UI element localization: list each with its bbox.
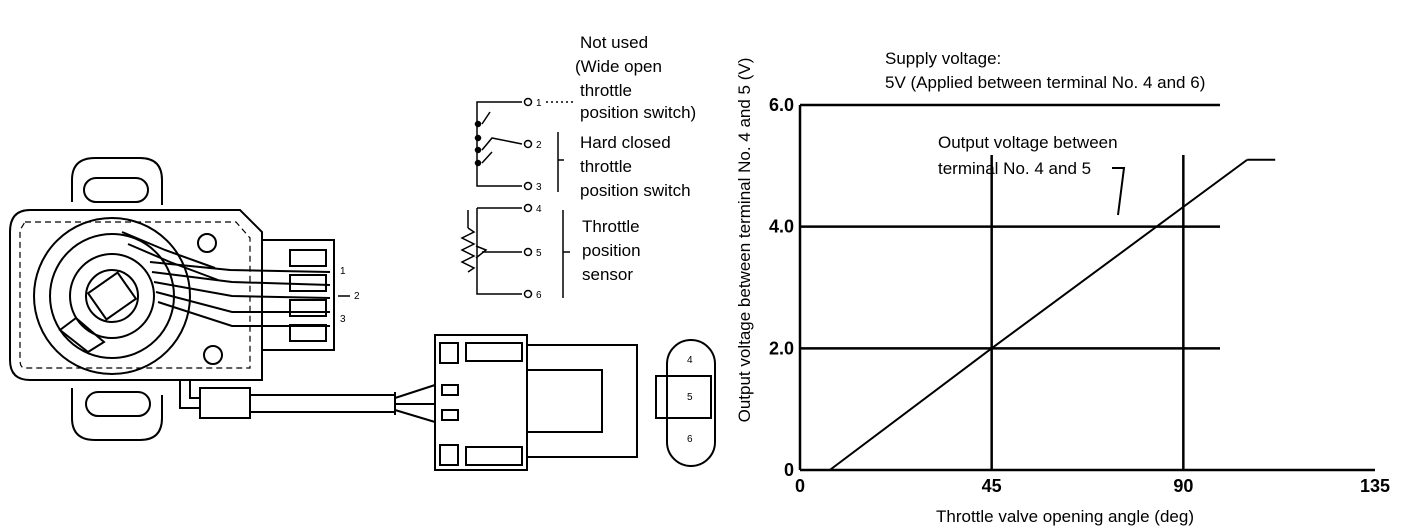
x-tick-label: 135 xyxy=(1360,476,1390,496)
connector-pin-face: 4 5 6 xyxy=(655,339,716,467)
x-axis-ticks: 0 45 90 135 xyxy=(795,476,1390,496)
label-not-used-line-3: throttle xyxy=(580,81,632,100)
curve-annotation-line-1: Output voltage between xyxy=(938,133,1118,152)
label-not-used-line-1: Not used xyxy=(580,33,648,52)
label-hard-closed-line-2: throttle xyxy=(580,157,632,176)
supply-voltage-note-line-2: 5V (Applied between terminal No. 4 and 6… xyxy=(885,73,1205,92)
y-tick-label: 0 xyxy=(784,460,794,480)
body-terminal-3: 3 xyxy=(340,314,346,325)
body-terminal-2: 2 xyxy=(354,291,360,302)
curve-annotation-leader xyxy=(1112,167,1126,216)
output-voltage-chart: Supply voltage: 5V (Applied between term… xyxy=(735,49,1390,526)
label-throttle-position-sensor: Throttle position sensor xyxy=(582,217,641,284)
chart-series xyxy=(829,158,1276,471)
output-voltage-line xyxy=(829,158,1248,471)
connector-pin-4: 4 xyxy=(687,355,693,366)
schematic-terminal-4: 4 xyxy=(536,204,542,215)
label-hard-closed-line-3: position switch xyxy=(580,181,691,200)
connector-pin-6: 6 xyxy=(687,434,693,445)
label-sensor-line-1: Throttle xyxy=(582,217,640,236)
body-terminal-1: 1 xyxy=(340,266,346,277)
label-sensor-line-3: sensor xyxy=(582,265,633,284)
label-not-used-line-2: (Wide open xyxy=(575,57,662,76)
x-tick-label: 90 xyxy=(1173,476,1193,496)
sensor-body-drawing xyxy=(9,157,436,441)
schematic-terminal-3: 3 xyxy=(536,182,542,193)
label-hard-closed-switch: Hard closed throttle position switch xyxy=(580,133,691,200)
y-tick-label: 4.0 xyxy=(769,217,794,237)
label-not-used: Not used (Wide open throttle position sw… xyxy=(575,33,696,122)
y-tick-label: 2.0 xyxy=(769,338,794,358)
schematic-terminal-1: 1 xyxy=(536,98,542,109)
connector-drawing xyxy=(434,334,638,471)
label-not-used-line-4: position switch) xyxy=(580,103,696,122)
curve-annotation-line-2: terminal No. 4 and 5 xyxy=(938,159,1091,178)
schematic-terminal-2: 2 xyxy=(536,140,542,151)
schematic-terminal-5: 5 xyxy=(536,248,542,259)
y-tick-label: 6.0 xyxy=(769,95,794,115)
supply-voltage-note-line-1: Supply voltage: xyxy=(885,49,1001,68)
x-tick-label: 0 xyxy=(795,476,805,496)
y-axis-title: Output voltage between terminal No. 4 an… xyxy=(735,58,754,423)
connector-pin-5: 5 xyxy=(687,392,693,403)
x-axis-title: Throttle valve opening angle (deg) xyxy=(936,507,1194,526)
schematic-terminal-6: 6 xyxy=(536,290,542,301)
x-tick-label: 45 xyxy=(982,476,1002,496)
wiring-schematic xyxy=(460,97,574,299)
label-hard-closed-line-1: Hard closed xyxy=(580,133,671,152)
y-axis-ticks: 0 2.0 4.0 6.0 xyxy=(769,95,794,480)
label-sensor-line-2: position xyxy=(582,241,641,260)
